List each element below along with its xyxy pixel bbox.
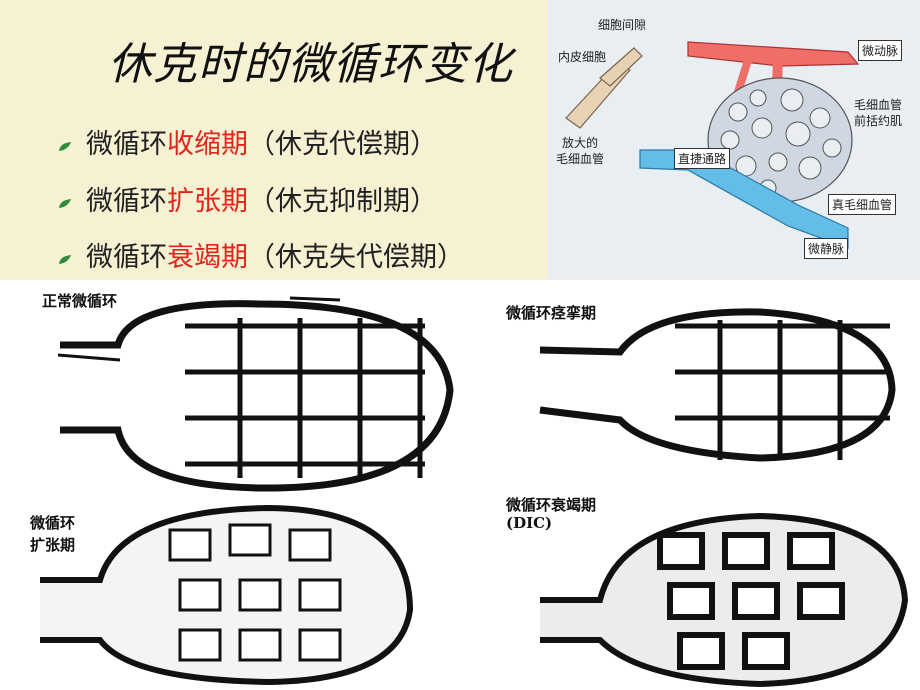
- sketch-label-failure: 微循环衰竭期: [506, 496, 597, 514]
- leaf-bullet-icon: [59, 199, 71, 208]
- microcirculation-sketches: [40, 296, 909, 688]
- bullet-pre: 微循环: [86, 186, 167, 217]
- label-true-capillary: 真毛细血管: [828, 194, 897, 215]
- sketch-label-dic: (DIC): [506, 514, 553, 532]
- label-dilated-1: 放大的: [562, 136, 599, 150]
- sketch-label-spasm: 微循环痉挛期: [506, 304, 597, 322]
- leaf-bullet-icon: [59, 142, 71, 151]
- bullet-highlight: 收缩期: [167, 129, 248, 160]
- bullet-post: （休克失代偿期）: [248, 242, 464, 273]
- label-sphincter-1: 毛细血管: [854, 98, 903, 112]
- label-endothelial-cell: 内皮细胞: [558, 50, 607, 64]
- label-cell-gap: 细胞间隙: [598, 18, 647, 32]
- sketch-label-dilation-1: 微循环: [30, 514, 76, 532]
- bullet-pre: 微循环: [86, 242, 167, 273]
- bullet-item-3: 微循环衰竭期（休克失代偿期）: [58, 235, 464, 274]
- bullet-post: （休克抑制期）: [248, 186, 437, 217]
- label-thoroughfare-channel: 直捷通路: [674, 148, 731, 169]
- sketch-spasm: [539, 308, 896, 462]
- sketch-dilation: [40, 504, 414, 686]
- slide-title: 休克时的微循环变化: [108, 39, 513, 90]
- label-sphincter-2: 前括约肌: [854, 114, 903, 128]
- bullet-item-1: 微循环收缩期（休克代偿期）: [58, 122, 437, 161]
- sketch-failure: [540, 512, 909, 688]
- bullet-post: （休克代偿期）: [248, 129, 437, 160]
- bullet-highlight: 扩张期: [167, 186, 248, 217]
- label-arteriole: 微动脉: [858, 40, 903, 61]
- sketch-normal: [57, 296, 454, 492]
- microcirculation-diagram: 细胞间隙 内皮细胞 放大的 毛细血管 微动脉 毛细血管 前括约肌 直捷通路 真毛…: [548, 0, 920, 280]
- leaf-bullet-icon: [59, 255, 71, 264]
- bullet-highlight: 衰竭期: [167, 242, 248, 273]
- bullet-item-2: 微循环扩张期（休克抑制期）: [58, 179, 437, 218]
- sketch-label-dilation-2: 扩张期: [30, 536, 76, 554]
- label-dilated-2: 毛细血管: [556, 152, 605, 166]
- bullet-pre: 微循环: [86, 129, 167, 160]
- sketch-label-normal: 正常微循环: [42, 292, 118, 310]
- label-venule: 微静脉: [804, 238, 849, 259]
- microcirculation-illustration: [565, 41, 860, 249]
